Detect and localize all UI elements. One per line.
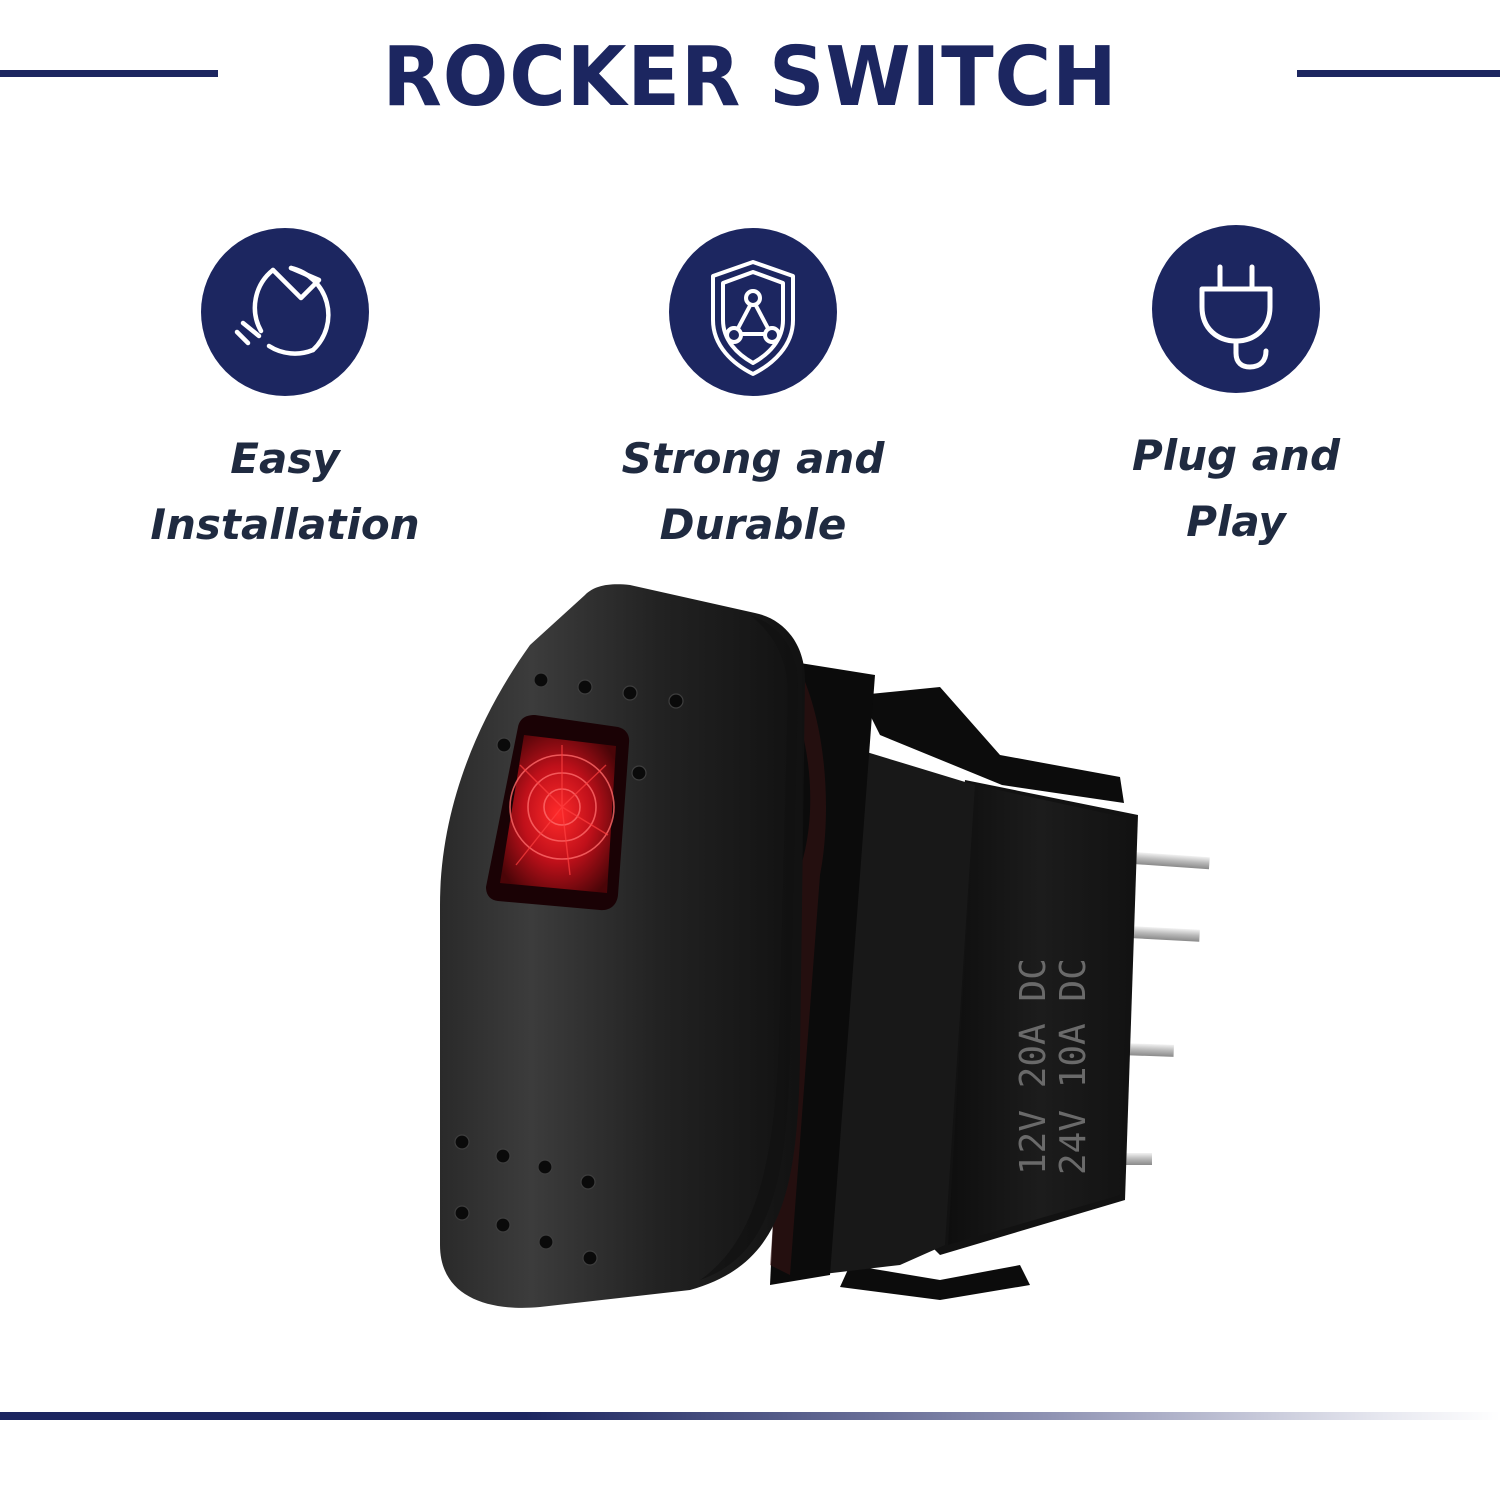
feature-caption: Strong and Durable: [543, 426, 963, 558]
header-rule-left: [0, 70, 218, 77]
mount-clip: [860, 687, 1124, 803]
cap-grip-dots: [454, 672, 684, 1266]
indicator-lens: [486, 715, 630, 911]
feature-strong-durable: Strong and Durable: [543, 228, 963, 558]
feature-caption-line1: Strong and: [621, 434, 885, 483]
rocker-switch-image: 12V 20A DC 24V 10A DC: [440, 584, 1210, 1308]
rating-label: 12V 20A DC 24V 10A DC: [1013, 958, 1094, 1175]
header-rule-right: [1297, 70, 1500, 77]
feature-caption-line1: Easy: [230, 434, 340, 483]
plug-icon: [1152, 225, 1320, 393]
feature-caption-line2: Play: [1186, 497, 1286, 546]
rating-line-12v: 12V 20A DC: [1013, 958, 1054, 1175]
wrench-icon: [201, 228, 369, 396]
feature-easy-installation: Easy Installation: [75, 228, 495, 558]
shield-icon: [669, 228, 837, 396]
feature-caption: Plug and Play: [1026, 423, 1446, 555]
page-title: ROCKER SWITCH: [382, 30, 1118, 125]
footer-rule: [0, 1412, 1500, 1420]
feature-plug-and-play: Plug and Play: [1026, 225, 1446, 555]
feature-caption-line2: Durable: [659, 500, 847, 549]
mount-clip-bottom: [840, 1265, 1030, 1300]
rating-line-24v: 24V 10A DC: [1053, 958, 1094, 1175]
feature-caption-line2: Installation: [150, 500, 420, 549]
feature-caption: Easy Installation: [75, 426, 495, 558]
feature-caption-line1: Plug and: [1131, 431, 1341, 480]
